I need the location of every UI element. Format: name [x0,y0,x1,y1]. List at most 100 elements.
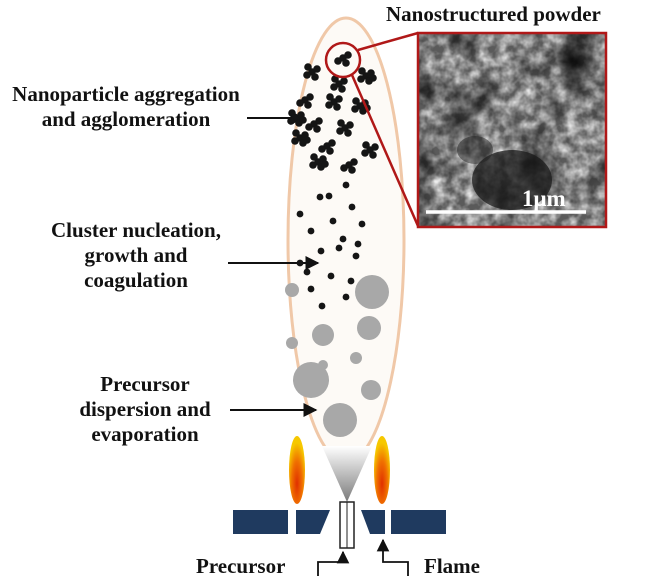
agglomerate-particle [340,77,348,85]
agglomerate-particle [315,117,323,125]
agglomerate-particle [362,141,370,149]
flame-jet-right [374,436,390,504]
nanoparticle [296,210,304,218]
label-flame: Flame [424,554,480,578]
droplet [286,337,298,349]
nanoparticle [342,181,350,189]
label-dispersion-line3: evaporation [91,422,199,446]
agglomerate-particle [361,149,369,157]
nanoparticle [342,293,350,301]
zoom-circle [324,41,362,79]
nanoparticle [296,259,304,267]
nanoparticle [325,192,333,200]
label-aggregation: Nanoparticle aggregation and agglomerati… [0,82,252,132]
nanoparticle [318,302,326,310]
agglomerate [303,63,321,81]
label-nucleation-line1: Cluster nucleation, [51,218,221,242]
sem-inset [416,31,608,229]
agglomerate-particle [337,119,345,127]
precursor-droplets [285,275,389,437]
nanoparticle [316,193,324,201]
agglomerate-particle [371,143,379,151]
burner-plate-left [233,510,288,534]
agglomerate-particle [352,97,360,105]
nanoparticle [348,203,356,211]
agglomerate-particle [344,51,352,59]
agglomerate-particle [369,74,377,82]
agglomerate-particle [310,153,318,161]
nanoparticle [329,217,337,225]
burner-plate-right [391,510,446,534]
agglomerate-particle [313,125,321,133]
droplet [355,275,389,309]
agglomerate-particle [318,145,326,153]
spray-cone [322,446,372,502]
agglomerate-particle [369,151,377,159]
nanoparticle [327,272,335,280]
droplet [312,324,334,346]
agglomerate-particle [340,164,348,172]
agglomerate-particle [350,158,358,166]
label-nucleation: Cluster nucleation, growth and coagulati… [36,218,236,293]
agglomerate [334,51,352,67]
nanoparticles [287,51,379,310]
agglomerate-particle [348,166,356,174]
agglomerate [291,129,311,147]
nanoparticle [335,244,343,252]
agglomerate [318,139,336,155]
sem-inset-frame [416,31,608,229]
agglomerate-particle [311,73,319,81]
agglomerate-particle [321,160,329,168]
agglomerate-particle [287,117,295,125]
droplet [285,283,299,297]
agglomerate [305,117,323,133]
label-dispersion-line1: Precursor [100,372,190,396]
agglomerate [309,153,329,171]
burner-inner-left [296,510,330,534]
agglomerate-particle [357,75,365,83]
agglomerate [325,93,343,111]
agglomerate [361,141,379,159]
nanoparticle [303,268,311,276]
nanoparticle [358,220,366,228]
agglomerate-particle [304,101,312,109]
agglomerate-particle [351,105,359,113]
label-nanostructured-powder: Nanostructured powder [386,2,601,26]
droplet [357,316,381,340]
zoom-line-top [357,31,419,52]
agglomerate-particle [342,59,350,67]
flame-feed-line [376,538,409,576]
agglomerate-particle [303,136,311,144]
nanoparticle [354,240,362,248]
sem-scale-label: 1μm [522,186,566,211]
agglomerate-particle [358,67,366,75]
agglomerate [340,158,358,174]
label-precursor: Precursor [196,554,286,578]
agglomerate-particle [306,93,314,101]
agglomerate-particle [346,121,354,129]
zoom-line-bottom [350,74,420,227]
label-aggregation-line1: Nanoparticle aggregation [12,82,240,106]
droplet [318,360,328,370]
agglomerate-particle [303,71,311,79]
agglomerate [287,109,307,127]
nanoparticle [347,277,355,285]
agglomerate-particle [338,85,346,93]
label-dispersion-line2: dispersion and [79,397,211,421]
label-nucleation-line3: coagulation [84,268,188,292]
nanoparticle [317,247,325,255]
agglomerate-particle [328,139,336,147]
nanoparticle [352,252,360,260]
label-aggregation-line2: and agglomeration [41,107,211,131]
agglomerate-particle [333,103,341,111]
droplet [350,352,362,364]
agglomerate-particle [288,109,296,117]
nanoparticle [307,227,315,235]
agglomerate [296,93,314,109]
agglomerate-particle [326,93,334,101]
droplet [361,380,381,400]
agglomerate-particle [326,147,334,155]
agglomerate [330,75,348,93]
